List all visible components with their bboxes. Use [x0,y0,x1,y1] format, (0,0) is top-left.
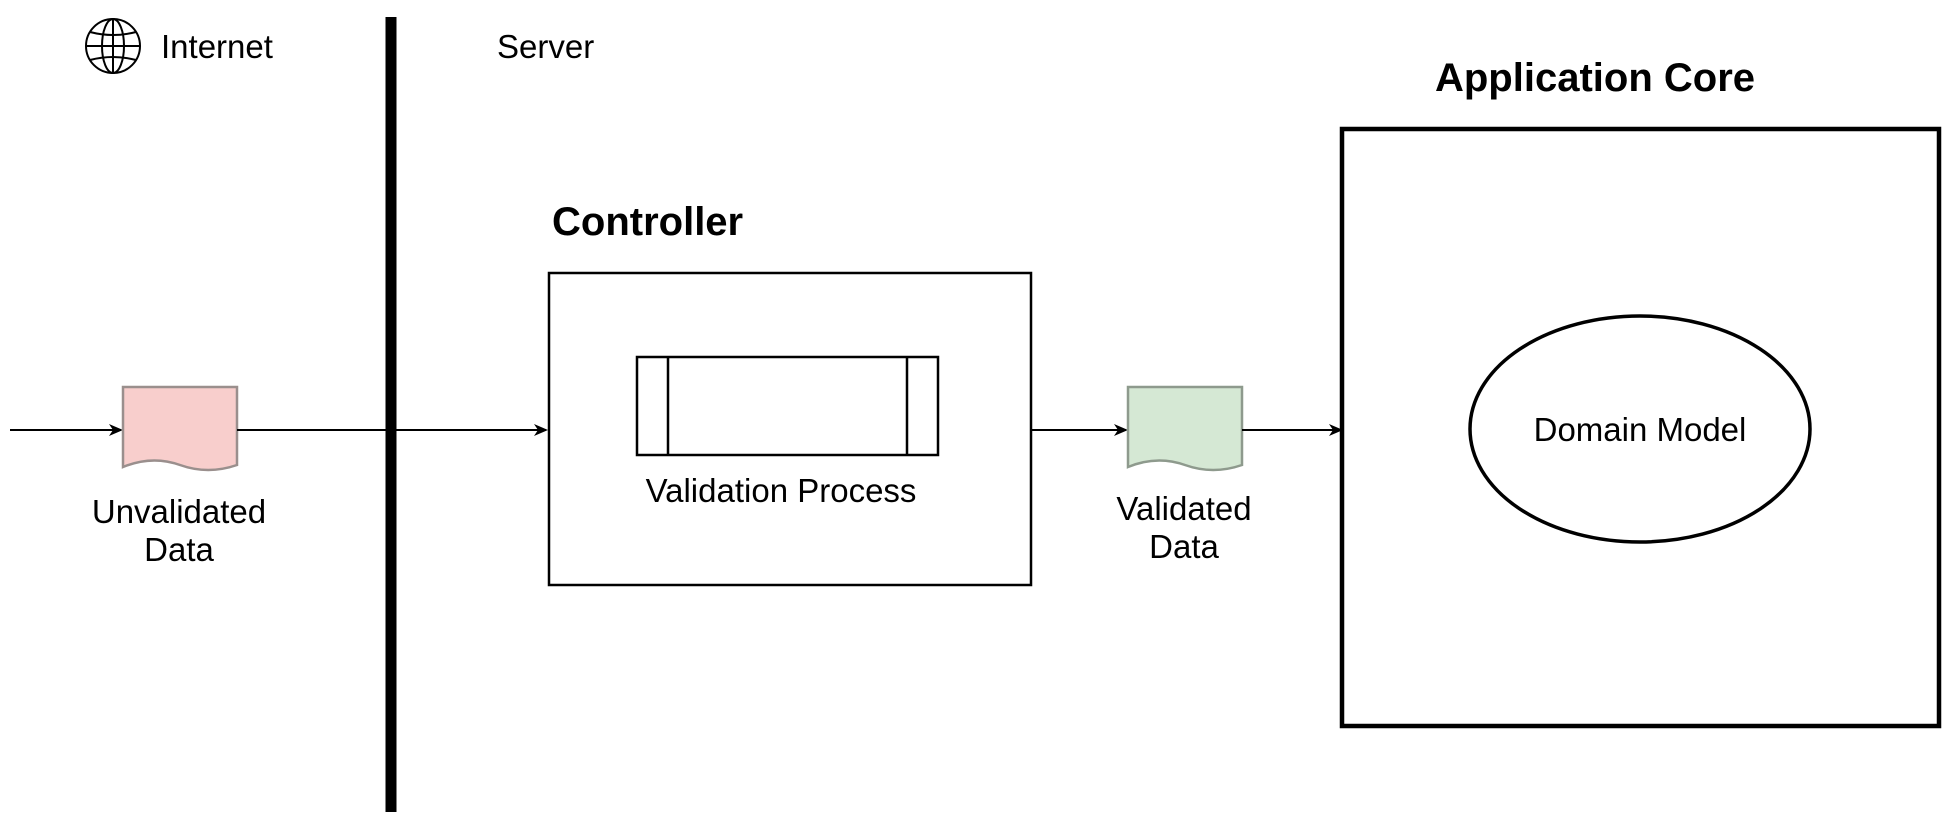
validated-data-label-line2: Data [1149,528,1219,565]
server-label: Server [497,28,594,65]
validated-data-document [1126,385,1244,472]
unvalidated-data-label-line2: Data [144,531,214,568]
internet-label: Internet [161,28,273,65]
validated-data-label-line1: Validated [1116,490,1251,527]
domain-model-ellipse [1468,314,1812,544]
globe-icon [85,18,141,74]
unvalidated-data-document [121,385,239,472]
domain-model-label: Domain Model [1534,411,1747,448]
unvalidated-data-label-line1: Unvalidated [92,493,266,530]
application-core-title: Application Core [1435,56,1755,100]
validation-process-label: Validation Process [646,472,917,509]
validation-process-shape [635,355,940,457]
controller-title: Controller [552,200,743,244]
